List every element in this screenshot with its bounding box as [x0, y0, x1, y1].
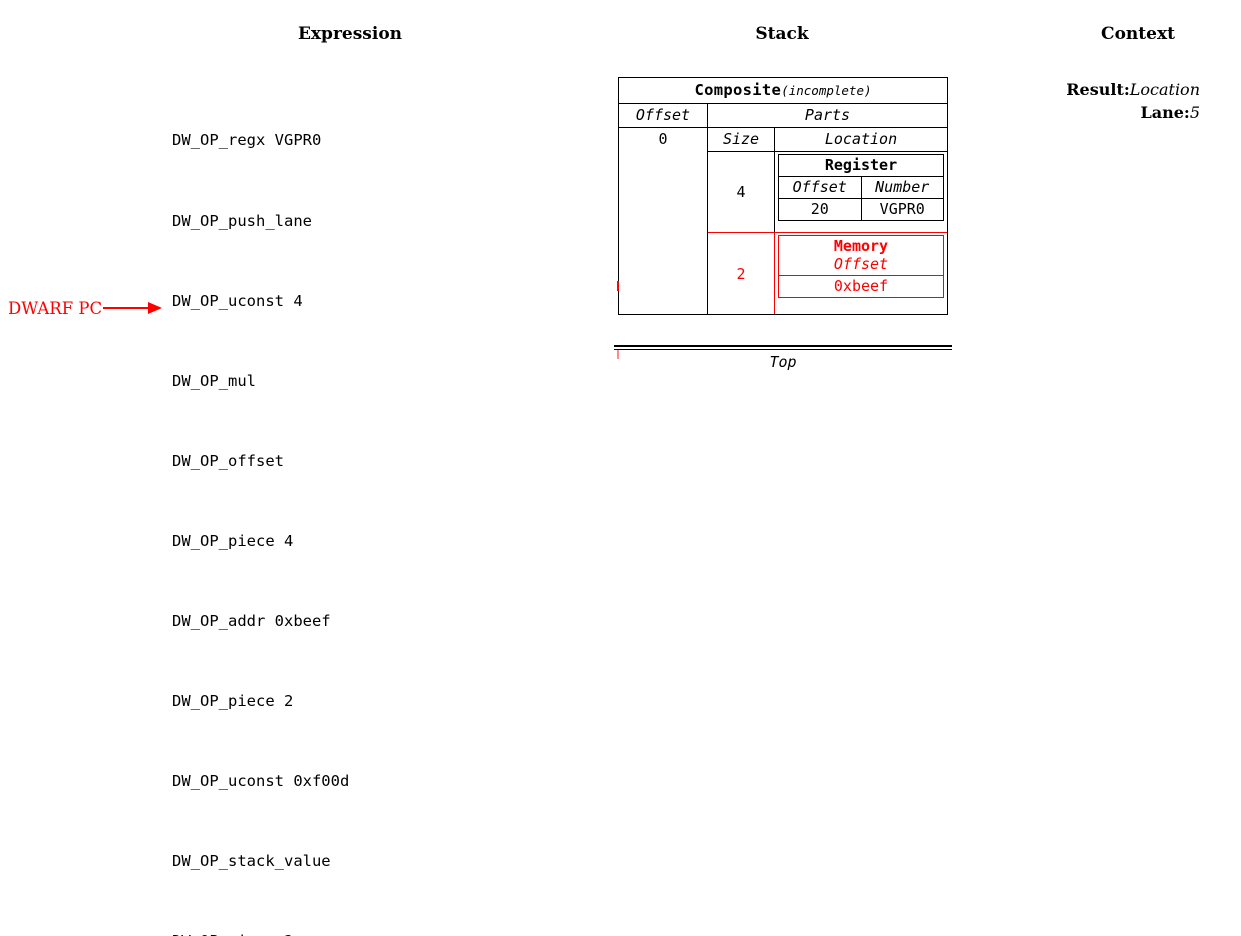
part-size-value: 4: [708, 152, 775, 232]
part-size-value: 2: [708, 232, 775, 314]
memory-offset-value: 0xbeef: [833, 277, 889, 295]
expression-line: DW_OP_piece 4: [172, 531, 294, 550]
register-kind-label: Register: [824, 156, 898, 174]
part-location-cell: Register Offset Number 20 VGPR0: [775, 152, 947, 232]
location-register-table: Register Offset Number 20 VGPR0: [778, 154, 944, 221]
context-block: Result:Location Lane:5: [978, 78, 1200, 124]
composite-offset-header: Offset: [619, 104, 707, 128]
expression-line: DW_OP_regx VGPR0: [172, 131, 322, 150]
context-value: Location: [1129, 80, 1200, 99]
pc-edge-tick: [617, 281, 619, 291]
dwarf-pc-label: DWARF PC: [8, 298, 103, 318]
composite-offset-value: 0: [658, 130, 668, 148]
register-number-header: Number: [875, 178, 930, 196]
expression-line: DW_OP_stack_value: [172, 852, 331, 871]
memory-kind-label: Memory: [833, 237, 889, 255]
composite-kind-label: Composite: [694, 81, 782, 99]
expression-line: DW_OP_mul: [172, 371, 256, 390]
expression-line: DW_OP_piece 2: [172, 692, 294, 711]
part-row: 4 Register Offset Number 20 VGPR0: [708, 152, 947, 232]
memory-offset-header: Offset: [779, 255, 943, 276]
composite-parts-header: Parts: [708, 104, 947, 128]
context-key: Result:: [1066, 80, 1130, 99]
composite-parts-column: Parts Size Location 4 Register Offset Nu…: [708, 104, 947, 314]
composite-header: Composite(incomplete): [619, 78, 947, 103]
part-location-cell: Memory Offset 0xbeef: [775, 232, 947, 314]
composite-state-label: (incomplete): [781, 83, 872, 98]
arrow-right-icon: [103, 302, 165, 314]
register-offset-value: 20: [779, 199, 862, 220]
page-title-expression: Expression: [297, 24, 403, 44]
dwarf-pc-marker: DWARF PC: [8, 297, 165, 319]
location-memory-table: Memory Offset 0xbeef: [778, 235, 944, 298]
context-value: 5: [1189, 103, 1200, 122]
expression-line: DW_OP_uconst 4: [172, 291, 303, 310]
stack-entry-composite: Composite(incomplete) Offset 0 Parts Siz…: [617, 77, 948, 359]
parts-subheader-row: Size Location: [708, 128, 947, 152]
page-title-context: Context: [1101, 24, 1175, 44]
pc-edge-tick: [617, 349, 619, 359]
stack-bottom-rule: Top: [614, 345, 952, 371]
expression-listing: DW_OP_regx VGPR0 DW_OP_push_lane DW_OP_u…: [172, 74, 349, 936]
register-number-value: VGPR0: [879, 200, 925, 218]
context-row-lane: Lane:5: [978, 101, 1200, 124]
parts-size-header: Size: [708, 128, 775, 151]
register-offset-header: Offset: [779, 177, 862, 198]
expression-line: DW_OP_piece 2: [172, 928, 349, 936]
parts-location-header: Location: [824, 130, 898, 148]
expression-line: DW_OP_push_lane: [172, 211, 312, 230]
context-row-result: Result:Location: [978, 78, 1200, 101]
expression-line: DW_OP_offset: [172, 451, 284, 470]
context-key: Lane:: [1140, 103, 1190, 122]
page-title-stack: Stack: [755, 24, 809, 44]
part-row: 2 Memory Offset 0xbeef: [708, 232, 947, 314]
composite-offset-column: Offset 0: [617, 104, 708, 359]
stack-top-label: Top: [769, 352, 797, 371]
expression-line: DW_OP_uconst 0xf00d: [172, 772, 350, 791]
expression-line: DW_OP_addr 0xbeef: [172, 611, 331, 630]
